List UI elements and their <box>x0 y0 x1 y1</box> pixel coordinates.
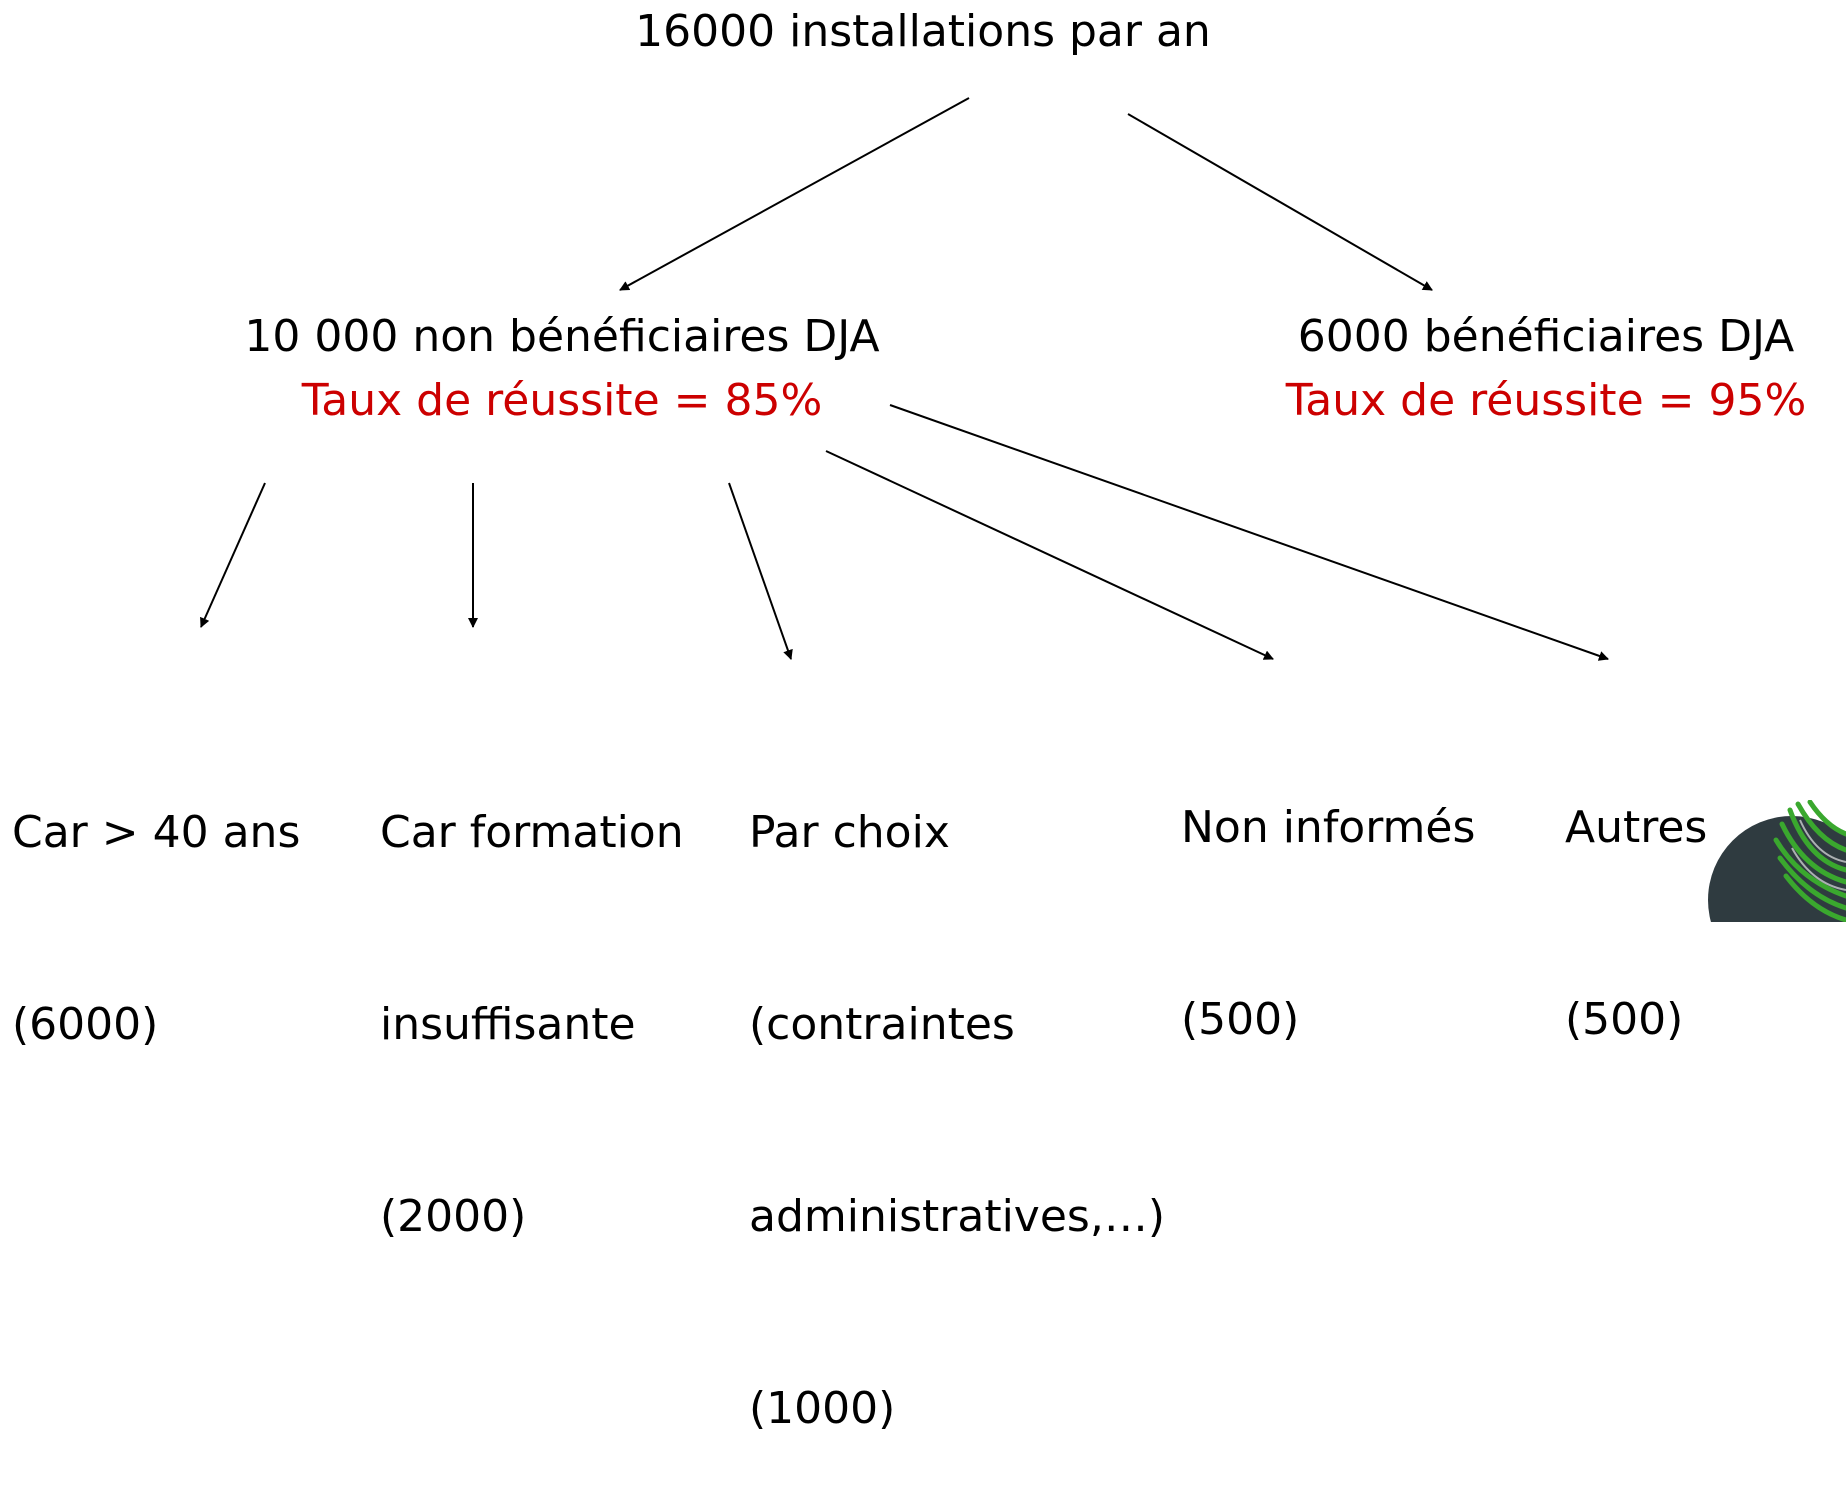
reason-formation: Car formation insuffisante (2000) <box>380 673 684 1313</box>
non-beneficiaires-rate: Taux de réussite = 85% <box>301 375 823 426</box>
root-node: 16000 installations par an <box>635 6 1211 57</box>
leaf-logo-icon <box>1700 800 1846 922</box>
arrow-to-reason-autres <box>889 404 1609 661</box>
reason-choix-line-2: (contraintes <box>749 999 1015 1050</box>
beneficiaires-rate: Taux de réussite = 95% <box>1285 375 1807 426</box>
reason-autres: Autres (500) <box>1565 668 1707 1116</box>
reason-formation-line-2: insuffisante <box>380 999 636 1050</box>
reason-age-line: Car > 40 ans <box>12 807 301 858</box>
reason-choix-count: (1000) <box>749 1383 896 1434</box>
reason-non-informes-count: (500) <box>1181 994 1300 1045</box>
diagram-arrows <box>200 97 1609 661</box>
reason-formation-line-1: Car formation <box>380 807 684 858</box>
arrow-to-reason-age <box>200 482 266 628</box>
reason-choix: Par choix (contraintes administratives,…… <box>749 673 1165 1505</box>
reason-autres-line: Autres <box>1565 802 1708 853</box>
arrow-root-to-beneficiaires <box>1127 113 1433 291</box>
reason-autres-count: (500) <box>1565 994 1684 1045</box>
arrow-to-reason-choix <box>728 482 793 660</box>
arrow-root-to-non-beneficiaires <box>619 97 970 291</box>
reason-age-count: (6000) <box>12 999 159 1050</box>
reason-age: Car > 40 ans (6000) <box>12 673 300 1121</box>
reason-choix-line-1: Par choix <box>749 807 950 858</box>
arrow-to-reason-non-informes <box>825 450 1274 660</box>
reason-non-informes-line: Non informés <box>1181 802 1476 853</box>
reason-choix-line-3: administratives,…) <box>749 1191 1165 1242</box>
reason-non-informes: Non informés (500) <box>1181 668 1475 1116</box>
beneficiaires-node: 6000 bénéficiaires DJA <box>1297 311 1795 362</box>
reason-formation-count: (2000) <box>380 1191 527 1242</box>
non-beneficiaires-node: 10 000 non bénéficiaires DJA <box>244 311 880 362</box>
